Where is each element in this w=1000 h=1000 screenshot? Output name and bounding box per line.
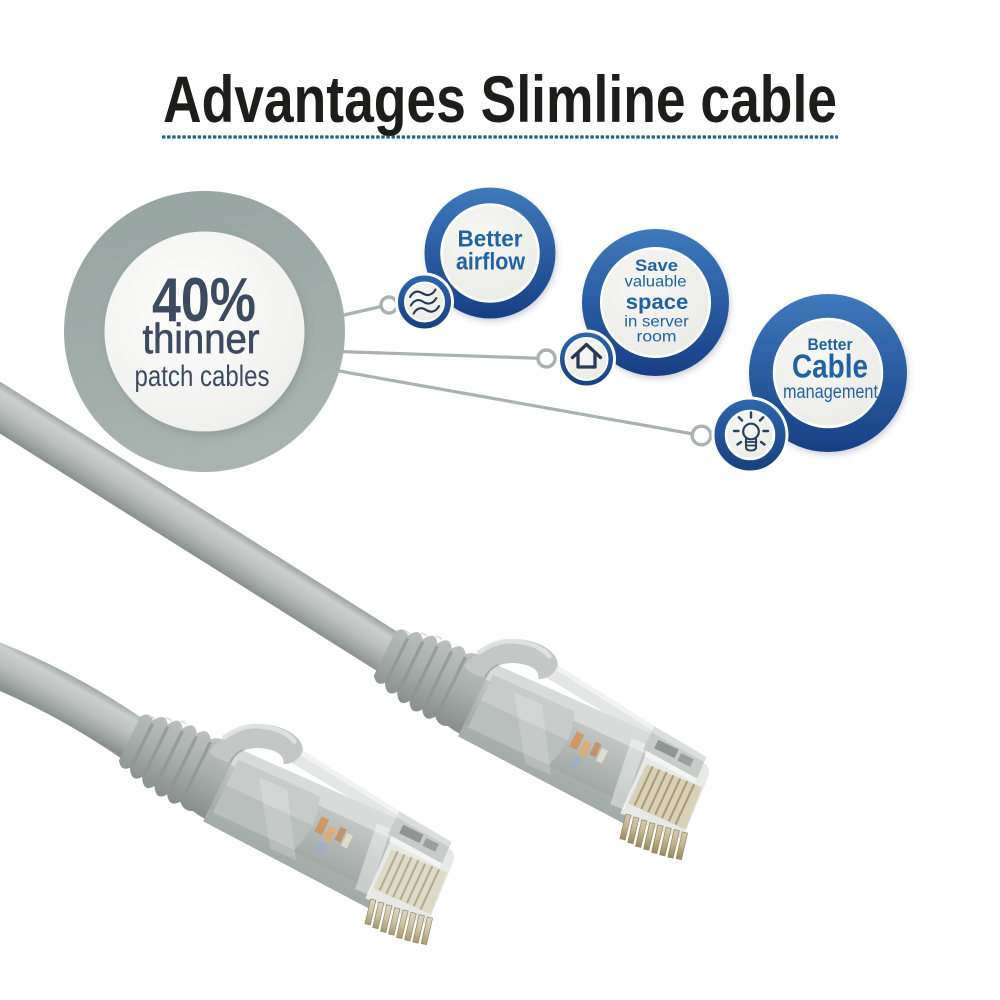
svg-text:in server: in server (624, 314, 689, 331)
svg-text:Cable: Cable (792, 348, 868, 385)
svg-text:space: space (626, 290, 689, 314)
svg-text:management: management (783, 382, 879, 403)
svg-text:Save: Save (635, 256, 678, 275)
svg-text:Better: Better (458, 225, 523, 251)
svg-text:40%: 40% (152, 266, 256, 335)
svg-text:room: room (637, 328, 677, 345)
svg-text:thinner: thinner (143, 315, 260, 362)
svg-text:valuable: valuable (625, 273, 687, 290)
svg-text:patch cables: patch cables (135, 360, 270, 393)
svg-text:Better: Better (808, 335, 853, 354)
svg-text:Advantages Slimline cable: Advantages Slimline cable (163, 62, 837, 136)
svg-text:airflow: airflow (456, 248, 525, 275)
